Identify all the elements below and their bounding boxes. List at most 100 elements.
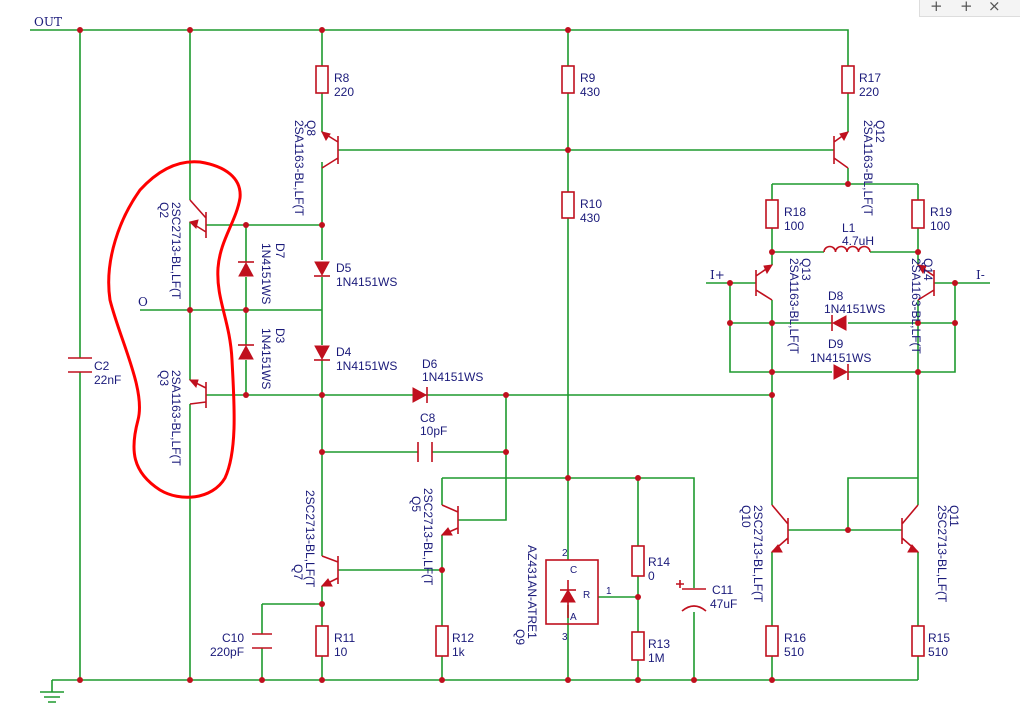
q13-value: 2SA1163-BL,LF(T [787, 258, 801, 354]
q9-pin-r-num: 1 [606, 586, 612, 597]
transistor-q5[interactable]: 2SC2713-BL,LF(T Q5 [409, 488, 459, 586]
highlight-outline [107, 160, 242, 499]
d4-value: 1N4151WS [336, 359, 397, 373]
l1-value: 4.7uH [842, 234, 874, 248]
d9-value: 1N4151WS [810, 351, 871, 365]
r14-value: 0 [648, 569, 655, 583]
d8-ref: D8 [828, 289, 844, 303]
q9-value: AZ431AN-ATRE1 [525, 545, 539, 639]
d4-ref: D4 [336, 345, 352, 359]
resistor-r14[interactable]: R14 0 [631, 545, 670, 583]
inductor-l1[interactable]: L1 4.7uH [823, 221, 874, 253]
diode-d7[interactable]: D7 1N4151WS [238, 243, 287, 304]
r12-value: 1k [452, 645, 466, 659]
diode-d4[interactable]: D4 1N4151WS [314, 345, 397, 373]
resistor-r11[interactable]: R11 10 [315, 625, 355, 659]
diode-d8[interactable]: D8 1N4151WS [824, 289, 885, 331]
r10-value: 430 [580, 211, 600, 225]
resistor-r9[interactable]: R9 430 [561, 65, 600, 99]
q9-pin-r: R [583, 590, 590, 601]
q2-value: 2SC2713-BL,LF(T [169, 202, 183, 300]
resistor-r17[interactable]: R17 220 [841, 65, 881, 99]
transistor-q8[interactable]: Q8 2SA1163-BL,LF(T [292, 120, 339, 216]
viewer-toolbar: + + × [919, 0, 1020, 17]
q9-pin-c: C [570, 565, 577, 576]
transistor-q2[interactable]: 2SC2713-BL,LF(T Q2 [157, 199, 207, 300]
l1-ref: L1 [842, 221, 856, 235]
ground-icon [40, 691, 64, 703]
wires [30, 29, 990, 692]
r17-value: 220 [859, 85, 879, 99]
c2-value: 22nF [94, 373, 121, 387]
q2-ref: Q2 [157, 202, 171, 218]
transistor-q13[interactable]: Q13 2SA1163-BL,LF(T [755, 258, 813, 354]
q9-pin-a: A [570, 612, 577, 623]
resistor-r10[interactable]: R10 430 [561, 191, 602, 225]
q3-ref: Q3 [157, 370, 171, 386]
q9-ref: Q9 [513, 629, 527, 645]
q14-ref: Q14 [921, 258, 935, 281]
d9-ref: D9 [828, 337, 844, 351]
resistor-r19[interactable]: R19 100 [911, 199, 952, 233]
d5-ref: D5 [336, 261, 352, 275]
diode-d6[interactable]: D6 1N4151WS [412, 357, 483, 403]
resistor-r18[interactable]: R18 100 [765, 199, 806, 233]
resistor-r13[interactable]: R13 1M [631, 631, 670, 665]
r11-value: 10 [334, 645, 348, 659]
d5-value: 1N4151WS [336, 275, 397, 289]
transistor-q14[interactable]: Q14 2SA1163-BL,LF(T [909, 258, 935, 354]
r19-value: 100 [930, 219, 950, 233]
capacitor-c2[interactable]: C2 22nF [68, 357, 121, 387]
r11-ref: R11 [334, 631, 355, 645]
q12-value: 2SA1163-BL,LF(T [861, 120, 875, 216]
transistor-q3[interactable]: 2SA1163-BL,LF(T Q3 [157, 370, 207, 466]
ic-q9[interactable]: C R A 2 1 3 AZ431AN-ATRE1 Q9 [513, 545, 612, 645]
q8-ref: Q8 [304, 120, 318, 136]
r17-ref: R17 [859, 71, 881, 85]
transistor-q7[interactable]: 2SC2713-BL,LF(T Q7 [291, 490, 339, 588]
q7-ref: Q7 [291, 564, 305, 580]
resistor-r15[interactable]: R15 510 [911, 625, 950, 659]
d6-value: 1N4151WS [422, 370, 483, 384]
diode-d5[interactable]: D5 1N4151WS [314, 261, 397, 289]
resistor-r8[interactable]: R8 220 [315, 65, 354, 99]
resistor-r16[interactable]: R16 510 [765, 625, 806, 659]
q10-value: 2SC2713-BL,LF(T [751, 505, 765, 603]
transistor-q12[interactable]: Q12 2SA1163-BL,LF(T [833, 120, 887, 216]
r16-ref: R16 [784, 631, 806, 645]
q14-value: 2SA1163-BL,LF(T [909, 258, 923, 354]
r18-value: 100 [784, 219, 804, 233]
d3-ref: D3 [273, 328, 287, 344]
c8-value: 10pF [420, 424, 447, 438]
diode-d3[interactable]: D3 1N4151WS [238, 328, 287, 389]
r18-ref: R18 [784, 205, 806, 219]
r15-value: 510 [928, 645, 948, 659]
c11-ref: C11 [712, 583, 733, 597]
transistor-q11[interactable]: Q11 2SC2713-BL,LF(T [901, 504, 961, 603]
capacitor-c11[interactable]: C11 47uF [676, 580, 737, 612]
c10-ref: C10 [222, 631, 244, 645]
q7-value: 2SC2713-BL,LF(T [303, 490, 317, 588]
d3-value: 1N4151WS [259, 328, 273, 389]
capacitor-c8[interactable]: C8 10pF [417, 411, 447, 462]
diode-d9[interactable]: D9 1N4151WS [810, 337, 871, 380]
q11-value: 2SC2713-BL,LF(T [935, 505, 949, 603]
r16-value: 510 [784, 645, 804, 659]
d6-ref: D6 [422, 357, 438, 371]
zoom-fit-icon[interactable]: + [960, 0, 973, 15]
junction-dots [77, 27, 958, 683]
transistor-q10[interactable]: 2SC2713-BL,LF(T Q10 [739, 504, 789, 603]
resistor-r12[interactable]: R12 1k [435, 625, 474, 659]
q13-ref: Q13 [799, 258, 813, 281]
net-label-i-plus: I+ [710, 268, 725, 282]
d7-value: 1N4151WS [259, 243, 273, 304]
c8-ref: C8 [420, 411, 436, 425]
net-label-o: O [138, 295, 148, 309]
r9-ref: R9 [580, 71, 596, 85]
q11-ref: Q11 [947, 505, 961, 527]
close-icon[interactable]: × [988, 0, 1001, 15]
zoom-in-icon[interactable]: + [930, 0, 943, 15]
capacitor-c10[interactable]: C10 220pF [210, 631, 272, 659]
c11-value: 47uF [710, 597, 737, 611]
